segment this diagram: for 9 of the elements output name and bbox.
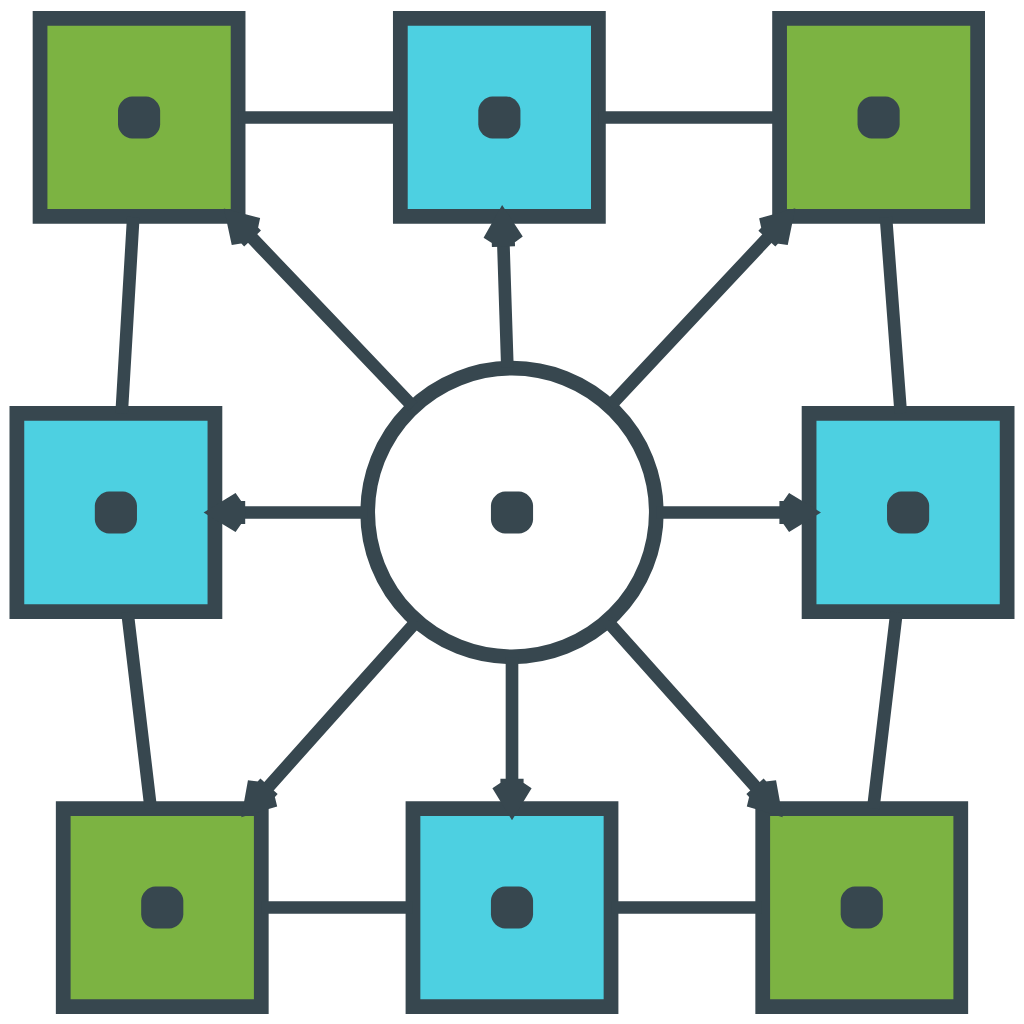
- node-box: [772, 10, 985, 224]
- node-box: [9, 405, 223, 619]
- node-box: [392, 10, 606, 224]
- node-box: [405, 800, 619, 1014]
- node-box: [801, 405, 1015, 619]
- node-circle: [360, 360, 664, 664]
- node-box: [755, 800, 969, 1014]
- node-box: [55, 800, 269, 1014]
- node-box: [32, 10, 246, 224]
